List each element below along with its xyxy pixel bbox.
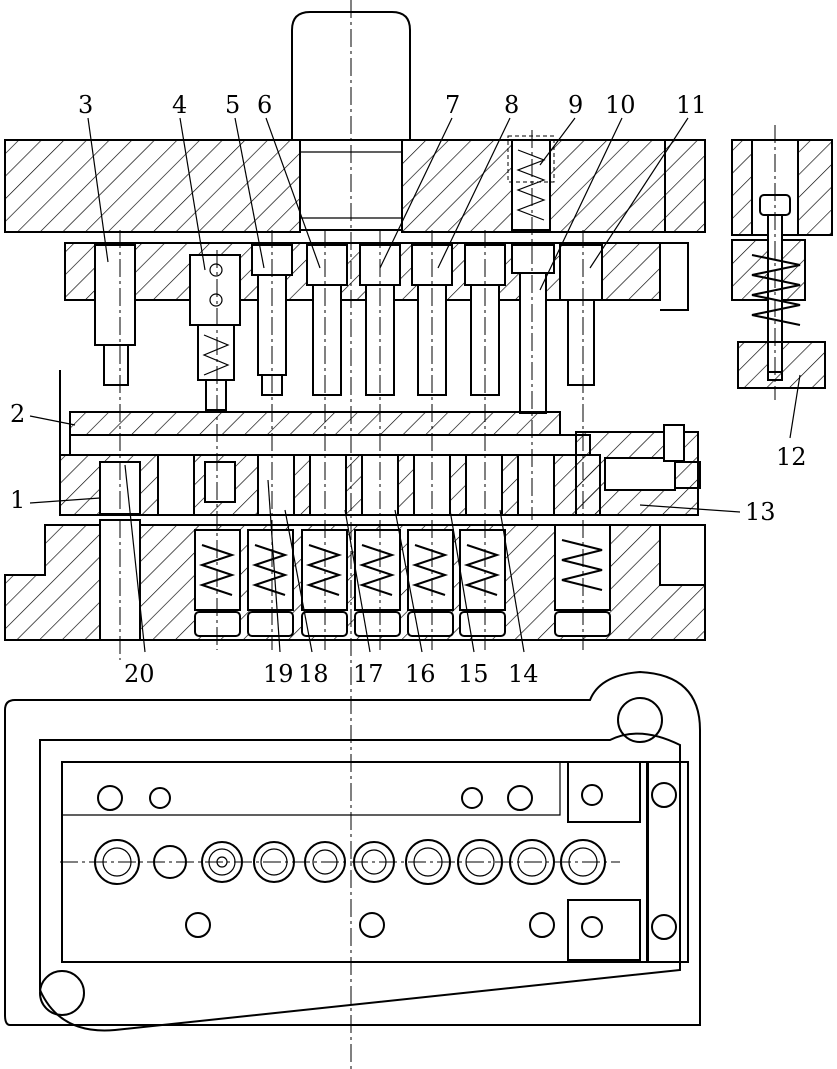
callout-10: 10 xyxy=(605,91,636,119)
detail-view-12 xyxy=(731,125,833,400)
side-stop-block xyxy=(575,424,701,516)
plan-holes xyxy=(94,782,677,940)
punch-4 xyxy=(189,254,241,411)
screw-plugs xyxy=(194,611,611,637)
callout-12: 12 xyxy=(776,443,807,471)
ejector-springs xyxy=(194,524,611,611)
callout-11: 11 xyxy=(676,91,707,119)
callout-18: 18 xyxy=(298,660,329,688)
section-centerlines xyxy=(119,0,584,1069)
plan-view xyxy=(4,670,701,1032)
die-plate xyxy=(59,454,601,516)
callout-4: 4 xyxy=(172,91,187,119)
callout-8: 8 xyxy=(504,91,519,119)
callout-15: 15 xyxy=(458,660,489,688)
callout-13: 13 xyxy=(745,498,776,526)
callout-14: 14 xyxy=(508,660,539,688)
callout-7: 7 xyxy=(445,91,460,119)
callout-3: 3 xyxy=(78,91,93,119)
callout-labels: 3 4 5 6 7 8 9 10 11 2 12 1 13 20 19 18 1… xyxy=(10,91,807,688)
punch-3 xyxy=(94,244,136,386)
stripper-plate xyxy=(59,370,591,515)
callout-6: 6 xyxy=(257,91,272,119)
leader-lines xyxy=(29,117,801,653)
callout-2: 2 xyxy=(10,400,25,428)
callout-5: 5 xyxy=(225,91,240,119)
callout-17: 17 xyxy=(353,660,384,688)
callout-1: 1 xyxy=(10,486,25,514)
punches-6-to-11 xyxy=(306,244,603,414)
callout-16: 16 xyxy=(405,660,436,688)
callout-20: 20 xyxy=(124,660,155,688)
callout-9: 9 xyxy=(568,91,583,119)
section-view xyxy=(4,0,706,1069)
callout-19: 19 xyxy=(263,660,294,688)
